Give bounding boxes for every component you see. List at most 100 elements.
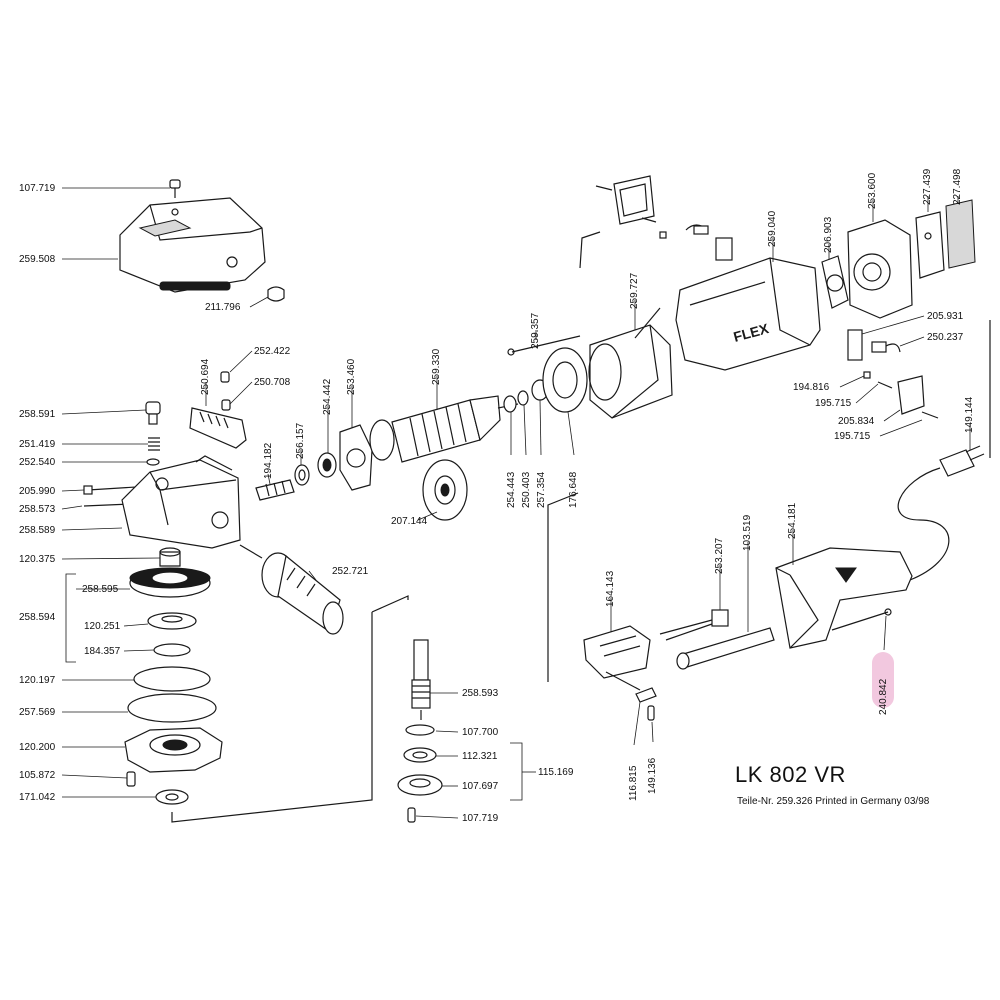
- part-label: 259.508: [19, 254, 56, 265]
- ring-252540: [146, 458, 160, 466]
- screw-195715b: [921, 411, 939, 419]
- part-label: 253.600: [867, 172, 878, 209]
- screw-258573: [83, 503, 131, 507]
- frame-spindle: [371, 595, 409, 613]
- part-label: 107.700: [462, 727, 499, 738]
- part-label: 254.442: [322, 378, 333, 415]
- part-label: 107.697: [462, 781, 499, 792]
- pin-258591: [145, 401, 161, 425]
- part-label: 149.136: [647, 757, 658, 794]
- part-label: 258.595: [82, 584, 119, 595]
- part-label: 120.200: [19, 742, 56, 753]
- part-label: 258.594: [19, 612, 56, 623]
- handle-254181: [775, 547, 913, 649]
- part-label: 250.403: [521, 471, 532, 508]
- frame-top-mid: [634, 307, 661, 339]
- leader-lines: [61, 187, 971, 819]
- bearing-171042: [155, 789, 189, 805]
- part-label: 227.439: [922, 168, 933, 205]
- ring-257569: [127, 693, 217, 723]
- armature-259330: [369, 395, 519, 463]
- nut-107697: [397, 774, 443, 796]
- part-label-highlighted: 240.842: [878, 678, 889, 715]
- clamp-116815: [635, 687, 657, 703]
- bearing-254443: [503, 395, 517, 413]
- switch-164143: [583, 625, 651, 691]
- flange-120200: [124, 727, 223, 773]
- screw-195715a: [877, 381, 893, 389]
- screw-259357: [507, 335, 581, 356]
- part-label: 112.321: [462, 751, 498, 762]
- part-label: 256.157: [295, 422, 306, 459]
- part-number-note: Teile-Nr. 259.326 Printed in Germany 03/…: [737, 796, 930, 807]
- brush-holder-left: [685, 224, 733, 261]
- label-227498: [945, 199, 976, 269]
- part-label: 205.834: [838, 416, 875, 427]
- brush-holder-205931: [847, 329, 901, 361]
- highlight-240842: [872, 652, 894, 708]
- part-label: 259.040: [767, 210, 778, 247]
- part-label: 253.207: [714, 537, 725, 574]
- bevel-gear-258595: [129, 567, 211, 598]
- bearing-256157: [294, 464, 310, 486]
- part-label: 250.237: [927, 332, 964, 343]
- o-ring-107700: [405, 724, 435, 736]
- screw-107719-top: [169, 179, 181, 198]
- screw-211796: [267, 286, 285, 302]
- part-label: 257.569: [19, 707, 56, 718]
- screw-240842: [831, 608, 892, 631]
- fan-housing-253600: [847, 219, 913, 319]
- side-handle-252721: [239, 544, 344, 635]
- ring-250403: [517, 390, 529, 406]
- part-label: 251.419: [19, 439, 56, 450]
- part-label: 103.519: [742, 514, 753, 551]
- part-label: 258.573: [19, 504, 56, 515]
- connector-253207: [659, 609, 729, 641]
- part-label: 107.719: [462, 813, 499, 824]
- part-label: 120.251: [84, 621, 121, 632]
- switch-plate-top: [613, 175, 655, 225]
- plate-227439: [915, 211, 945, 279]
- bracket-115169: [510, 742, 523, 801]
- motor-housing-259040: FLEX: [675, 257, 821, 371]
- part-label: 252.721: [332, 566, 369, 577]
- part-label: 259.330: [431, 348, 442, 385]
- screws-top: [595, 185, 667, 239]
- frame-switch: [547, 492, 579, 682]
- bearing-112321: [403, 747, 437, 763]
- part-label: 254.181: [787, 502, 798, 539]
- part-label: 252.540: [19, 457, 56, 468]
- screw-105872: [126, 771, 136, 787]
- screw-149136: [647, 705, 655, 721]
- baffle-176648: [542, 347, 588, 413]
- part-label: 252.422: [254, 346, 291, 357]
- bracket-258594: [65, 573, 76, 663]
- part-label: 164.143: [605, 570, 616, 607]
- part-label: 253.460: [346, 358, 357, 395]
- part-label: 205.990: [19, 486, 56, 497]
- part-label: 195.715: [815, 398, 852, 409]
- part-label: 258.589: [19, 525, 56, 536]
- spring-251419: [148, 437, 160, 451]
- cover-205834: [897, 375, 925, 415]
- switch-rod-103519: [676, 627, 775, 670]
- plug-149144: [897, 445, 985, 581]
- fan-207144: [422, 459, 468, 521]
- part-label: 105.872: [19, 770, 56, 781]
- part-label: 195.715: [834, 431, 871, 442]
- part-label: 120.375: [19, 554, 56, 565]
- part-label: 149.144: [964, 396, 975, 433]
- lock-button-250694: [189, 407, 247, 449]
- screw-194816: [863, 371, 871, 379]
- spindle-258593: [411, 639, 431, 720]
- part-label: 211.796: [205, 302, 241, 313]
- stator-259727: [588, 324, 673, 419]
- part-label: 257.354: [536, 471, 547, 508]
- part-label: 171.042: [19, 792, 56, 803]
- part-label: 207.144: [391, 516, 428, 527]
- part-label: 254.443: [506, 471, 517, 508]
- part-label: 250.708: [254, 377, 291, 388]
- endshield-206903: [821, 255, 849, 309]
- screw-107719-bottom: [407, 807, 416, 823]
